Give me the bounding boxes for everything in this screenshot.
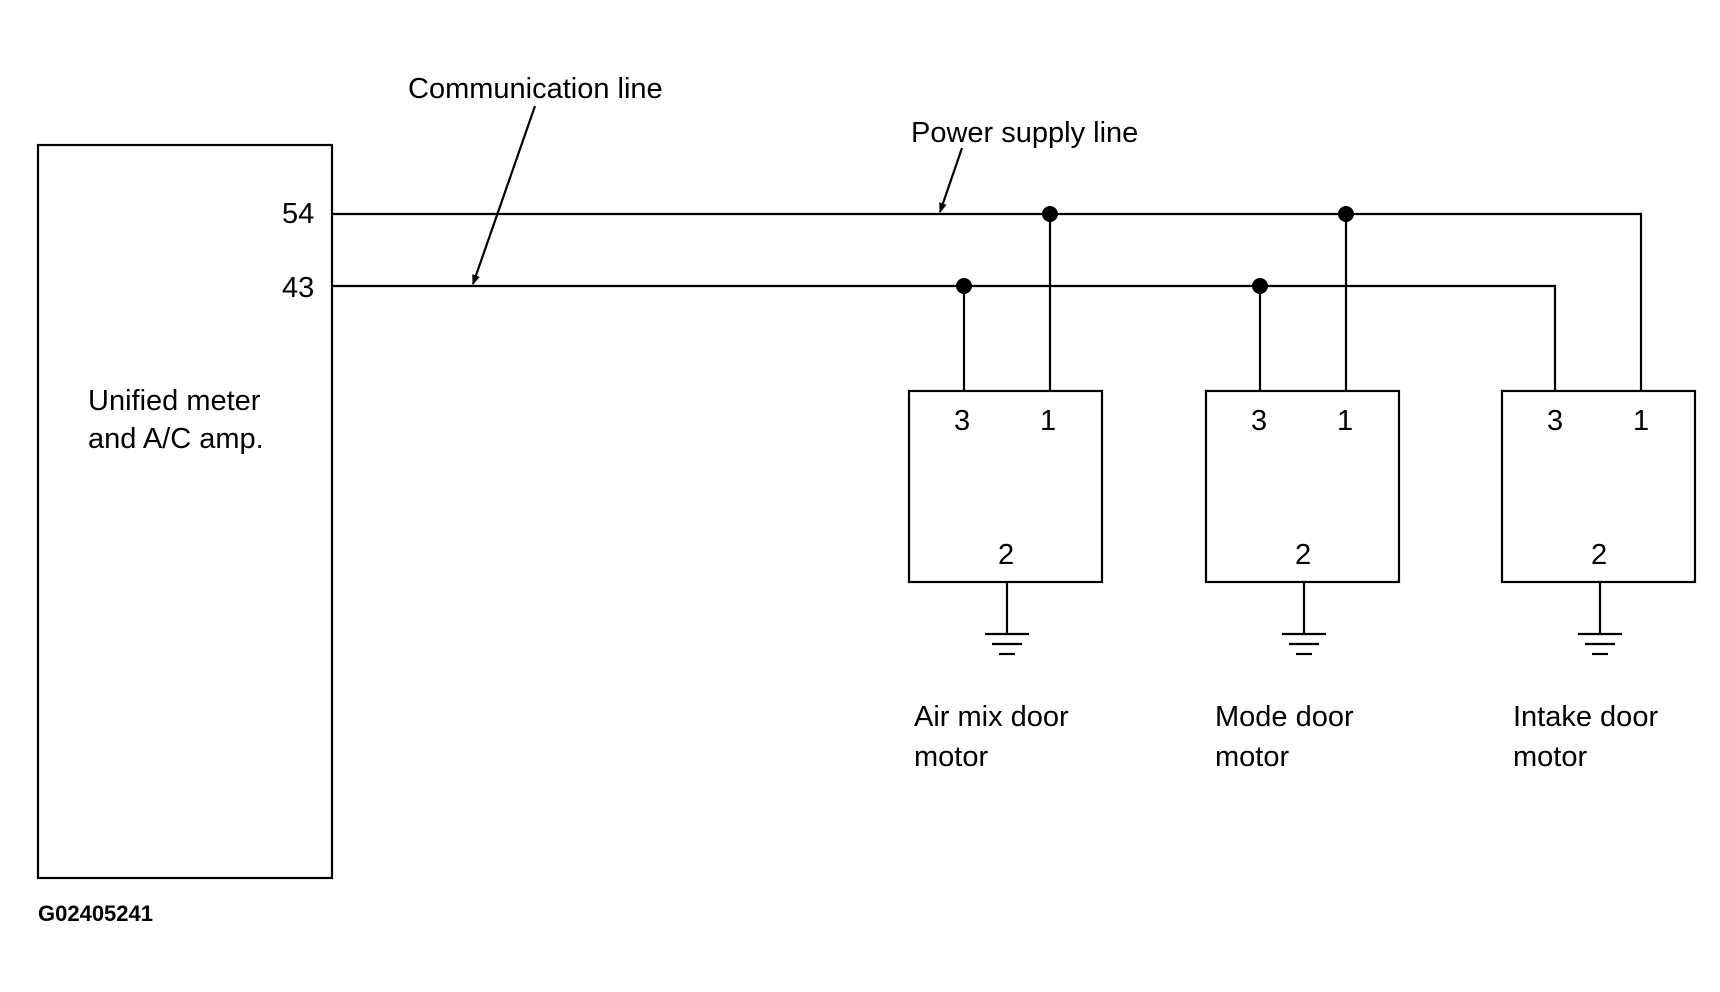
- pin-ground: 2: [1591, 539, 1607, 571]
- pin-power: 1: [1040, 405, 1056, 437]
- amp-box: [36, 143, 334, 880]
- pin-ground: 2: [1295, 539, 1311, 571]
- figure-code: G02405241: [38, 901, 153, 926]
- ground-icon: [1282, 632, 1326, 656]
- motor-name-line2: motor: [914, 741, 988, 773]
- mode-door-motor: 3 1 2 Mode door motor: [1204, 389, 1401, 773]
- amp-name-line1: Unified meter: [88, 385, 261, 417]
- amp-terminal-comm: 43: [282, 272, 314, 304]
- unified-meter-ac-amp: Unified meter and A/C amp. 54 43: [36, 143, 334, 880]
- motor-box: [1204, 389, 1401, 584]
- power-supply-wire: [332, 212, 1643, 391]
- pin-comm: 3: [1547, 405, 1563, 437]
- pin-comm: 3: [1251, 405, 1267, 437]
- pin-ground: 2: [998, 539, 1014, 571]
- intake-door-motor: 3 1 2 Intake door motor: [1500, 389, 1697, 773]
- communication-wire: [332, 284, 1557, 391]
- pin-comm: 3: [954, 405, 970, 437]
- power-supply-line-label: Power supply line: [911, 117, 1138, 149]
- mode-power-junction: [1338, 206, 1354, 222]
- motor-box: [1500, 389, 1697, 584]
- motor-name-line2: motor: [1215, 741, 1289, 773]
- amp-name-line2: and A/C amp.: [88, 423, 264, 455]
- air-mix-comm-junction: [956, 278, 972, 294]
- communication-line-label: Communication line: [408, 73, 663, 105]
- air-mix-power-junction: [1042, 206, 1058, 222]
- motor-name-line2: motor: [1513, 741, 1587, 773]
- motor-name-line1: Air mix door: [914, 701, 1069, 733]
- motor-name-line1: Intake door: [1513, 701, 1658, 733]
- pin-power: 1: [1337, 405, 1353, 437]
- air-mix-door-motor: 3 1 2 Air mix door motor: [907, 389, 1104, 773]
- motor-name-line1: Mode door: [1215, 701, 1354, 733]
- pin-power: 1: [1633, 405, 1649, 437]
- communication-line-arrow: [471, 105, 537, 285]
- motor-box: [907, 389, 1104, 584]
- mode-comm-junction: [1252, 278, 1268, 294]
- ground-icon: [1578, 632, 1622, 656]
- ground-icon: [985, 632, 1029, 656]
- power-supply-line-arrow: [938, 147, 964, 213]
- amp-terminal-power: 54: [282, 198, 314, 230]
